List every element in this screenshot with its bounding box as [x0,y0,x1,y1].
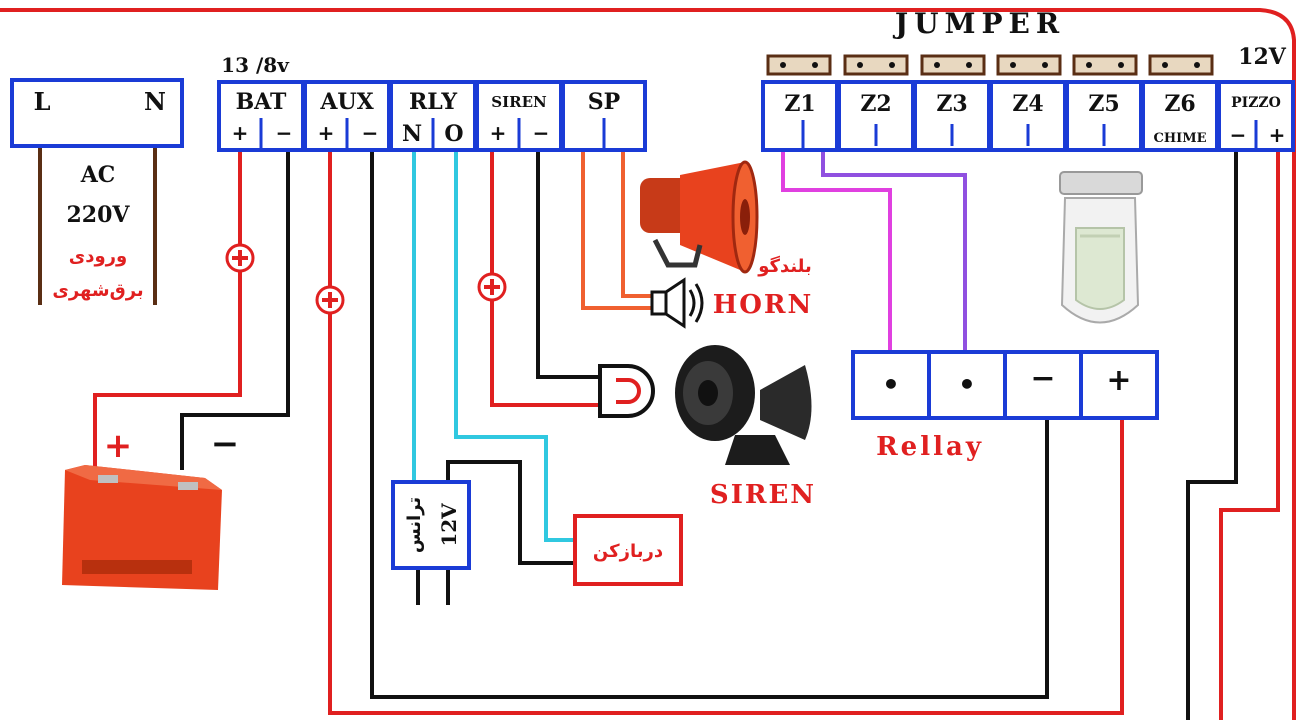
siren-minus: − [533,121,550,145]
jumper-pin [1148,54,1214,76]
zone-label-z6: Z6 [1164,91,1195,117]
jumper-pin [766,54,832,76]
wire-bat-minus [180,148,290,470]
bat-plus: + [232,121,249,145]
zone-label-z4: Z4 [1012,91,1043,117]
page-frame [0,8,1296,720]
relay-minus: − [1030,361,1055,396]
wire-aux-plus [328,148,1124,715]
wire-sp-2 [621,128,652,298]
battery-voltage-label: 13 /8v [221,53,290,77]
bat-label: BAT [236,89,287,115]
ac-voltage: 220V [67,202,131,228]
wire-aux-minus [370,148,1049,699]
ac-title: AC [80,162,116,188]
ac-left-label: L [34,87,51,116]
jumper-pin [843,54,909,76]
motion-sensor-image [1059,171,1143,324]
wire-siren-minus [536,148,600,379]
terminal-text: BAT AUX RLY SIREN SP + − + − N O + − [232,89,621,147]
sp-label: SP [588,89,620,115]
ac-input-fa-2: برق‌شهری [52,280,143,301]
zone-label-z5: Z5 [1088,91,1119,117]
relay-cell-2 [927,350,1007,420]
door-opener-label: درباز‌کن [593,541,663,562]
plus-markers [225,243,507,315]
rly-n-label: N [402,121,422,147]
siren-plus: + [490,121,507,145]
ac-input-fa-1: ورودی [69,246,127,267]
bat-minus: − [276,121,293,145]
relay-terminal-block [851,350,1159,420]
transformer-fa-label: ترانس [404,497,425,553]
jumper-pin [996,54,1062,76]
plus-circle-icon [315,285,345,315]
wire-rly-o [454,148,575,542]
pizzo-label: PIZZO [1231,95,1281,111]
zone-ticks [801,120,1258,150]
horn-fa-label: بلندگو [757,255,812,277]
transformer-block: ترانس 12V [391,480,471,570]
relay-label: Rellay [876,432,984,462]
relay-plus: + [1106,363,1131,398]
zone-terminal-strip [761,80,1295,152]
wire-sp-1 [581,128,652,310]
aux-label: AUX [319,89,374,115]
relay-dot-2: • [958,368,976,401]
wire-siren-plus [490,148,600,407]
door-opener-block: درباز‌کن [573,514,683,586]
pizzo-plus: + [1269,123,1286,147]
aux-minus: − [362,121,379,145]
relay-cell-text: • • − + [882,361,1132,401]
relay-cell-minus [1003,350,1083,420]
wire-trans-door [446,460,575,565]
wire-z1-b [821,128,967,352]
wire-bat-plus [93,148,242,470]
siren-terminal-label: SIREN [491,93,547,111]
jumper-title: JUMPER [892,7,1065,40]
horn-speaker-image [640,160,759,274]
pizzo-minus: − [1230,123,1247,147]
aux-plus: + [318,121,335,145]
relay-cell-plus [1079,350,1159,420]
ac-right-label: N [144,87,166,116]
zone-label-z1: Z1 [784,91,815,117]
siren-symbol-icon [598,364,655,418]
zone-labels: Z1 Z2 Z3 Z4 Z5 Z6 CHIME PIZZO − + [784,91,1285,147]
wires [38,128,1280,720]
rly-o-label: O [444,121,463,147]
rly-label: RLY [409,89,457,115]
siren-label: SIREN [710,480,816,510]
battery-minus-sign: − [211,424,240,464]
jumper-pin [920,54,986,76]
wire-pizzo-minus [1186,148,1238,720]
wire-z1-a [781,128,892,352]
zone-label-z2: Z2 [860,91,891,117]
speaker-icon [650,277,704,329]
plus-circle-icon [225,243,255,273]
chime-label: CHIME [1153,131,1206,146]
relay-dot-1: • [882,368,900,401]
siren-image [675,345,812,465]
zone-z6 [1141,80,1219,152]
relay-cell-1 [851,350,931,420]
horn-en-label: HORN [713,290,814,320]
battery-image [62,465,222,590]
transformer-voltage: 12V [437,503,461,547]
battery-plus-sign: + [104,426,133,466]
plus-circle-icon [477,272,507,302]
terminal-dividers [259,118,606,150]
jumper-pin [1072,54,1138,76]
zone-voltage-label: 12V [1238,44,1287,70]
terminal-sp [561,80,647,152]
jumper-pins [766,54,1214,76]
ac-terminal-block: L N [10,78,184,148]
wire-pizzo-plus [1219,148,1280,720]
zone-label-z3: Z3 [936,91,967,117]
